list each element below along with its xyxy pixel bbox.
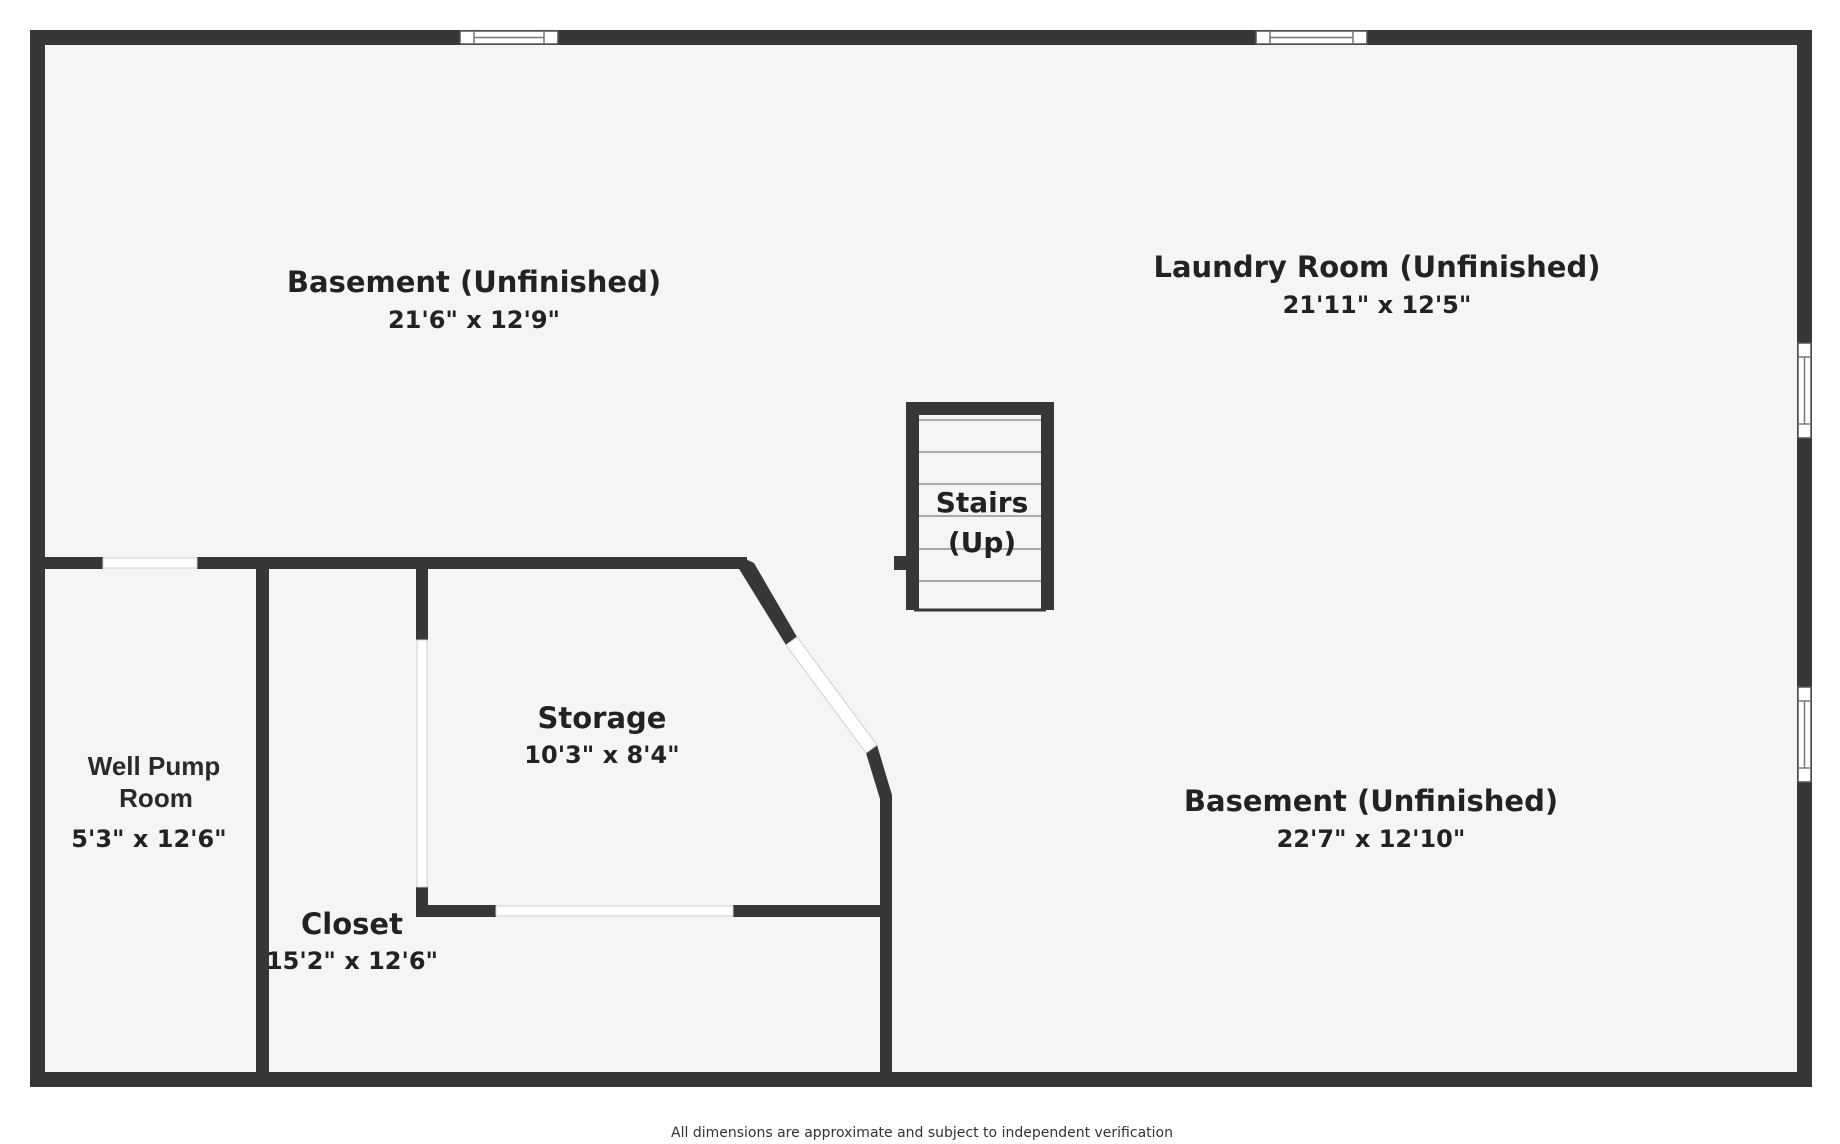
stairs-nub [894, 556, 908, 570]
interior-walls [40, 557, 892, 1073]
exterior-wall-bottom [30, 1072, 1810, 1087]
wall-well-pump-right [256, 563, 269, 1073]
wall-storage-right [880, 795, 892, 1073]
room-label-laundry: Laundry Room (Unfinished) [1153, 250, 1600, 284]
opening-well-pump [102, 557, 198, 569]
exterior-wall-right [1797, 30, 1812, 1087]
wall-storage-diagonal-lower [866, 745, 892, 799]
openings [102, 557, 878, 917]
room-dimensions-laundry: 21'11" x 12'5" [1283, 291, 1472, 319]
windows [459, 30, 1812, 783]
exterior-wall-top [30, 30, 1810, 45]
wall-storage-diagonal-upper [736, 557, 797, 645]
wall-well-pump-top-right [197, 557, 747, 569]
room-dimensions-well-pump: 5'3" x 12'6" [71, 825, 226, 853]
room-dimensions-basement-north: 21'6" x 12'9" [388, 306, 560, 334]
room-label-well-pump-line2: Room [119, 783, 193, 813]
staircase [894, 402, 1054, 612]
exterior-wall-left [30, 30, 45, 1087]
window-top-left [459, 30, 559, 45]
room-label-basement-south: Basement (Unfinished) [1184, 784, 1558, 818]
room-label-basement-north: Basement (Unfinished) [287, 265, 661, 299]
room-dimensions-basement-south: 22'7" x 12'10" [1277, 825, 1466, 853]
stairs-label-line2: (Up) [948, 526, 1016, 559]
window-right-lower [1797, 686, 1812, 783]
room-label-closet: Closet [301, 907, 403, 941]
window-right-upper [1797, 342, 1812, 439]
wall-storage-bottom-left [416, 905, 496, 917]
room-label-well-pump-line1: Well Pump [88, 751, 220, 781]
wall-storage-left-upper [416, 563, 428, 640]
room-dimensions-closet: 15'2" x 12'6" [266, 947, 438, 975]
stairs-wall-left [906, 402, 919, 610]
room-label-storage: Storage [538, 701, 667, 735]
wall-storage-bottom-right [733, 905, 892, 917]
opening-storage-diagonal [785, 636, 878, 754]
stairs-label-line1: Stairs [936, 486, 1029, 519]
wall-well-pump-top-left [40, 557, 103, 569]
opening-storage-bottom [495, 905, 734, 917]
opening-storage-left [416, 639, 428, 888]
stairs-floor [919, 415, 1041, 610]
room-dimensions-storage: 10'3" x 8'4" [524, 741, 679, 769]
window-top-right [1255, 30, 1368, 45]
stairs-wall-right [1041, 402, 1054, 610]
stairs-wall-top [906, 402, 1054, 415]
disclaimer-text: All dimensions are approximate and subje… [671, 1125, 1173, 1141]
